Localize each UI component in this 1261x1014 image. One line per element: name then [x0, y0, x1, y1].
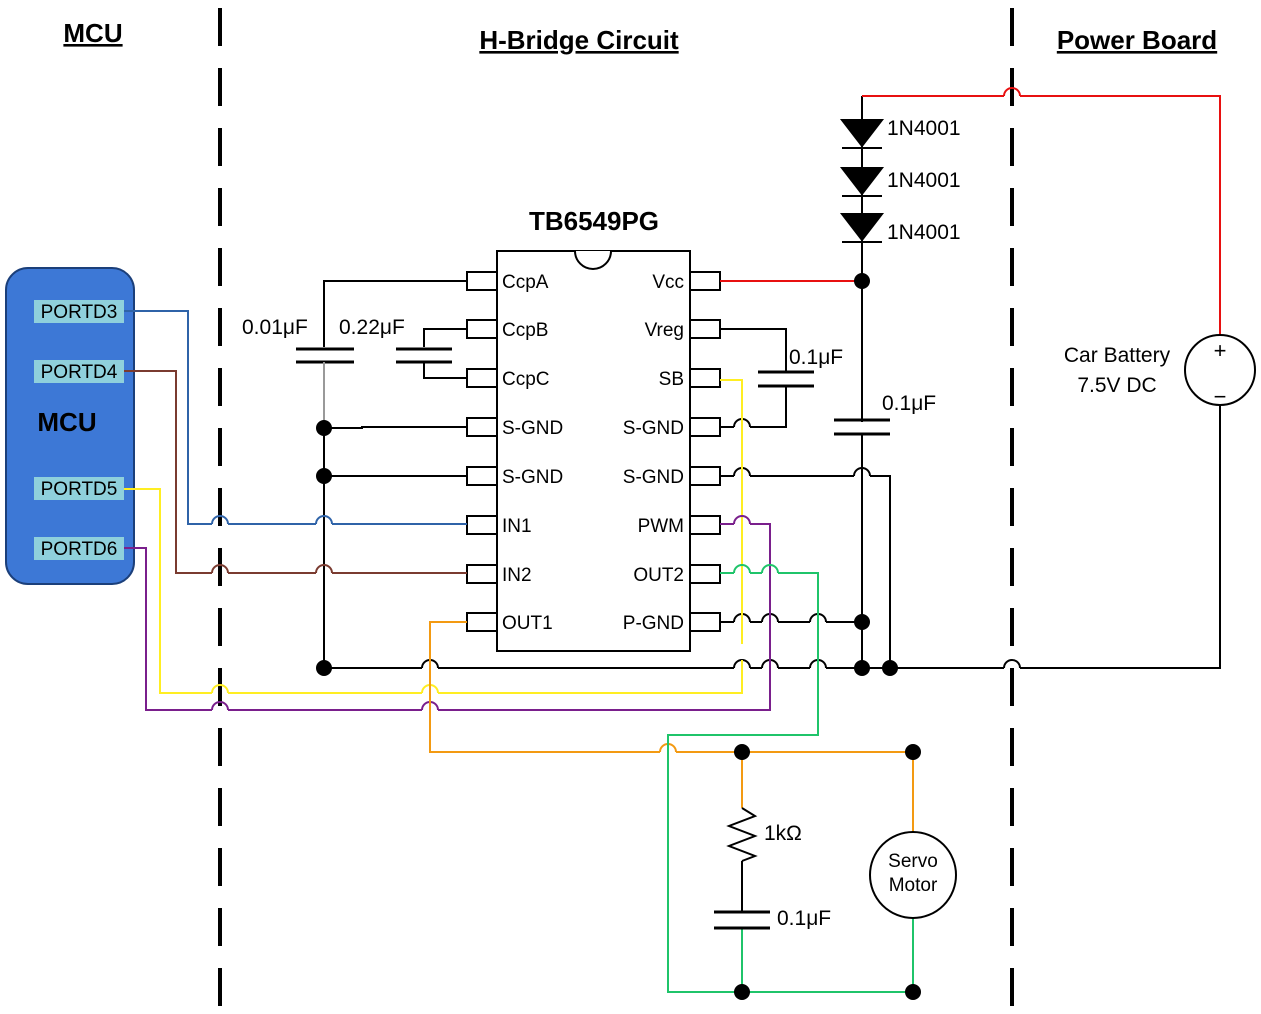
label-cap-ccpb: 0.22μF: [339, 316, 405, 339]
section-dividers: [218, 8, 1014, 1010]
cap-ccpa: [296, 347, 354, 428]
pin-right-7: OUT2: [633, 565, 684, 586]
pin-left-2: CcpB: [502, 320, 548, 341]
wire-portd4-in2: [124, 370, 467, 574]
port-box-portd6: [34, 537, 124, 560]
pin-right-3: SB: [659, 369, 684, 390]
pin-right-5: S-GND: [623, 467, 684, 488]
power-wires: [720, 87, 1221, 340]
pin-right-8: P-GND: [623, 613, 684, 634]
label-cap-snubber: 0.1μF: [777, 907, 831, 930]
wire-portd6-pwm: [124, 515, 771, 711]
mcu-ports: PORTD3 PORTD4 PORTD5 PORTD6: [34, 300, 124, 560]
cap-vcc: [834, 418, 890, 436]
cap-vreg: [758, 370, 814, 388]
port-label-portd6: PORTD6: [41, 539, 118, 560]
pin-left-6: IN1: [502, 516, 532, 537]
label-diode-3: 1N4001: [887, 221, 961, 244]
port-box-portd4: [34, 360, 124, 383]
port-box-portd3: [34, 300, 124, 323]
wire-out1: [429, 621, 914, 835]
battery-plus: +: [1214, 338, 1227, 363]
label-resistor: 1kΩ: [764, 822, 802, 845]
port-label-portd3: PORTD3: [41, 302, 118, 323]
pin-left-1: CcpA: [502, 272, 549, 293]
chip-tb6549pg: TB6549PG CcpA CcpB CcpC S-GND S-GND: [466, 206, 721, 652]
mcu-block: [5, 267, 135, 585]
pin-left-3: CcpC: [502, 369, 550, 390]
label-diode-2: 1N4001: [887, 169, 961, 192]
pin-left-8: OUT1: [502, 613, 553, 634]
pin-right-1: Vcc: [652, 272, 684, 293]
label-cap-vreg: 0.1μF: [789, 346, 843, 369]
label-diode-1: 1N4001: [887, 117, 961, 140]
pin-right-4: S-GND: [623, 418, 684, 439]
motor-label-line2: Motor: [889, 875, 938, 896]
resistor-1k: [726, 807, 758, 862]
battery-symbol: + −: [1184, 334, 1256, 409]
label-cap-vcc: 0.1μF: [882, 392, 936, 415]
cap-snubber: [714, 910, 770, 930]
section-title-power: Power Board: [1057, 25, 1217, 55]
wire-portd5-sb: [124, 379, 743, 694]
ground-wires: [323, 96, 1221, 992]
chip-body: [496, 250, 691, 652]
wire-out2: [667, 564, 914, 993]
pin-right-6: PWM: [638, 516, 684, 537]
port-label-portd4: PORTD4: [41, 362, 118, 383]
diode-chain: [839, 119, 885, 243]
battery-minus: −: [1214, 384, 1227, 409]
wire-portd3-in1: [124, 310, 467, 525]
chip-name: TB6549PG: [529, 206, 659, 236]
battery-label-line2: 7.5V DC: [1077, 374, 1156, 397]
pin-left-7: IN2: [502, 565, 532, 586]
pin-left-4: S-GND: [502, 418, 563, 439]
motor-label-line1: Servo: [888, 851, 938, 872]
section-title-hbridge: H-Bridge Circuit: [479, 25, 679, 55]
junction-dots: [316, 273, 921, 1000]
battery-label-line1: Car Battery: [1064, 344, 1171, 367]
chip-notch: [574, 250, 612, 270]
pin-left-5: S-GND: [502, 467, 563, 488]
cap-ccpb: [396, 347, 452, 364]
section-title-mcu: MCU: [63, 18, 122, 48]
label-cap-ccpa: 0.01μF: [242, 316, 308, 339]
mcu-label: MCU: [37, 407, 96, 437]
port-label-portd5: PORTD5: [41, 479, 118, 500]
port-box-portd5: [34, 477, 124, 500]
servo-motor: Servo Motor: [869, 831, 957, 919]
pin-right-2: Vreg: [645, 320, 684, 341]
